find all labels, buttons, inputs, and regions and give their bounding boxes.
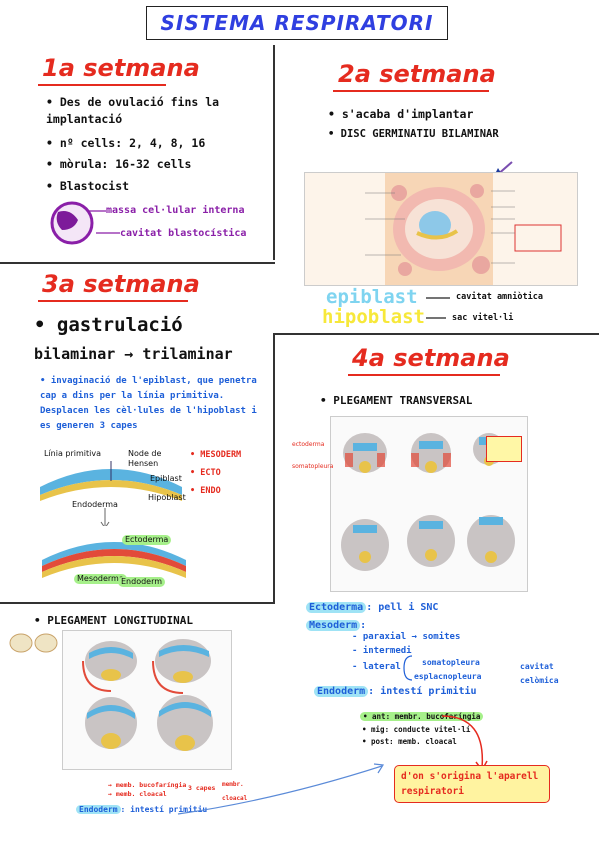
- divider-vertical-mid: [273, 333, 275, 603]
- week4-red-annotations: ectoderma somatopleura: [292, 441, 334, 470]
- celomic-cavity: cavitat celòmica: [520, 662, 559, 685]
- week4-heading: 4a setmana: [352, 344, 510, 372]
- week4-yellow-note: [486, 436, 522, 462]
- epiblast-label: epiblast: [326, 286, 418, 308]
- week3-gastrulation-figure-top: Línia primitiva Node de Hensen: [36, 447, 186, 505]
- fig-label-endoderm-bottom: Endoderm: [118, 577, 166, 587]
- week3-item-bilaminar: bilaminar → trilaminar: [34, 345, 233, 363]
- divider-week3: [0, 602, 275, 604]
- blastocyst-drawing: [50, 201, 94, 245]
- week4-ectoderm-line: Ectoderma: pell i SNC: [306, 601, 438, 615]
- longitudinal-note-3: 3 capes: [188, 784, 216, 792]
- week1-label-cavity: cavitat blastocística: [120, 228, 247, 239]
- week1-item-4: • Blastocist: [46, 179, 130, 193]
- longitudinal-item: • PLEGAMENT LONGITUDINAL: [34, 614, 193, 627]
- week2-item-2: • DISC GERMINATIU BILAMINAR: [328, 128, 499, 140]
- week2-underline: [333, 90, 489, 92]
- longitudinal-note-2: → memb. cloacal: [108, 790, 167, 798]
- week1-underline: [38, 84, 166, 86]
- week3-item-gastrulation: • gastrulació: [34, 314, 183, 336]
- gut-anterior: • ant: membr. bucofaríngia: [360, 710, 484, 724]
- week2-item-1: • s'acaba d'implantar: [328, 107, 474, 121]
- week1-item-3: • mòrula: 16-32 cells: [46, 157, 192, 171]
- week3-layer-ecto: • ECTO: [190, 468, 221, 478]
- longitudinal-endoderm-line: Endoderm: intestí primitiu: [76, 803, 207, 817]
- embryo-small-icon: [9, 633, 58, 653]
- divider-vertical-top: [273, 45, 275, 260]
- fig-label-ectoderm: Ectoderma: [122, 535, 172, 545]
- week2-implantation-figure: [304, 172, 578, 286]
- week2-label-arrows: [426, 297, 450, 319]
- fig-label-hipoblast: Hipoblast: [148, 493, 186, 502]
- longitudinal-note-4: membr. cloacal: [222, 781, 248, 802]
- week3-layer-endo: • ENDO: [190, 486, 221, 496]
- ectoderm-label: Ectoderma: [306, 602, 367, 613]
- longitudinal-endoderm-label: Endoderm: [76, 805, 121, 814]
- week4-underline: [348, 374, 500, 376]
- fig-label-hensen: Node de Hensen: [128, 449, 162, 468]
- fig-label-endoderm: Endoderma: [72, 500, 118, 509]
- fig-label-primitive-line: Línia primitiva: [44, 449, 102, 458]
- lateral-brace: [403, 655, 413, 681]
- lateral-somatopleura: somatopleura: [422, 658, 480, 667]
- gut-middle: • mig: conducte vitel·lí: [362, 725, 471, 734]
- mesoderm-label: Mesoderm: [306, 620, 361, 631]
- longitudinal-note-1: → memb. bucofaríngia: [108, 781, 187, 789]
- week4-endoderm-line: Endoderm: intestí primitiu: [314, 685, 477, 699]
- endoderm-label: Endoderm: [314, 686, 369, 697]
- origin-text: d'on s'origina l'aparell respiratori: [401, 771, 539, 797]
- page-title: SISTEMA RESPIRATORI: [146, 6, 448, 40]
- week4-transversal-figure: [330, 416, 528, 592]
- week1-arrows: [88, 210, 120, 234]
- week1-label-icm: massa cel·lular interna: [106, 205, 245, 216]
- week3-layer-meso: • MESODERM: [190, 450, 242, 460]
- origin-box: d'on s'origina l'aparell respiratori: [394, 765, 550, 803]
- week3-heading: 3a setmana: [42, 270, 200, 298]
- amniotic-cavity-note: cavitat amniòtica: [456, 292, 543, 302]
- gut-posterior: • post: memb. cloacal: [362, 737, 457, 746]
- mesoderm-paraxial: - paraxial → somites: [352, 632, 461, 642]
- connector-arrow: [177, 763, 385, 815]
- endoderm-text: : intestí primitiu: [368, 686, 477, 697]
- divider-week1: [0, 262, 275, 264]
- lateral-splanchnopleura: esplacnopleura: [414, 672, 482, 681]
- divider-week2: [275, 333, 599, 335]
- mesoderm-lateral: - lateral: [352, 662, 401, 672]
- longitudinal-figure: [62, 630, 232, 770]
- week4-item-transversal: • PLEGAMENT TRANSVERSAL: [320, 394, 473, 407]
- ectoderm-text: : pell i SNC: [366, 602, 439, 613]
- week1-heading: 1a setmana: [42, 54, 200, 82]
- week3-paragraph: • invaginació de l'epiblast, que penetra…: [40, 376, 257, 431]
- week1-item-2: • nº cells: 2, 4, 8, 16: [46, 136, 206, 150]
- fig-label-mesoderm: Mesoderma: [74, 574, 127, 584]
- week1-item-1: • Des de ovulació fins la implantació: [46, 95, 220, 126]
- week3-underline: [38, 300, 188, 302]
- yolk-sac-note: sac vitel·li: [452, 313, 514, 323]
- week4-mesoderm-line: Mesoderm:: [306, 619, 366, 633]
- hipoblast-label: hipoblast: [322, 306, 425, 328]
- week2-heading: 2a setmana: [338, 60, 496, 88]
- mesoderm-intermediate: - intermedi: [352, 646, 412, 656]
- fig-label-epiblast: Epiblast: [150, 474, 182, 483]
